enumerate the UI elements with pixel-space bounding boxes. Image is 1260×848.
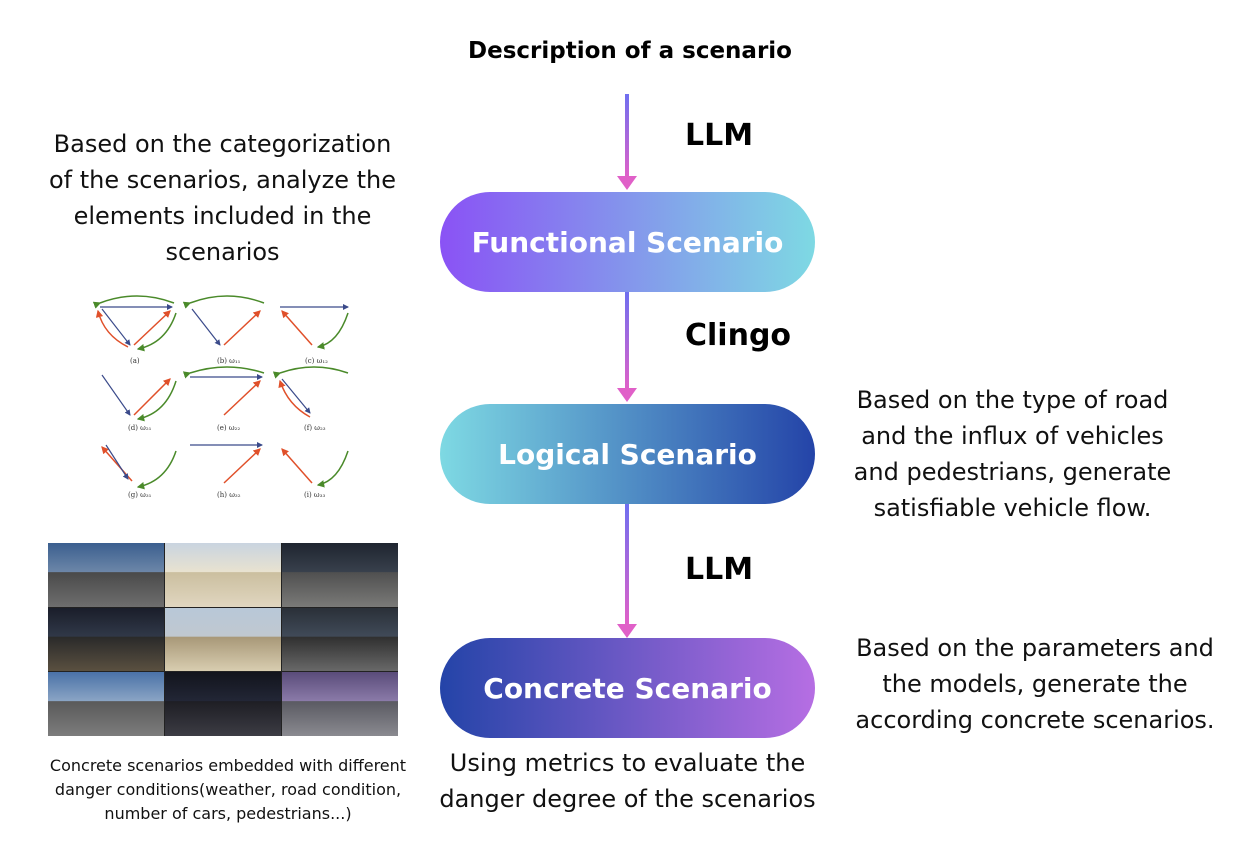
graph-caption-h: (h) ω₃₂: [217, 491, 241, 499]
annotation-line: elements included in the: [73, 202, 372, 230]
graph-panel-a: [92, 295, 177, 352]
graph-caption-c: (c) ω₁₂: [305, 357, 328, 365]
annotation-line: Based on the parameters and: [856, 634, 1214, 662]
graph-panel-f: [272, 366, 349, 418]
graph-panel-d: [101, 374, 177, 422]
annotation-line: and the influx of vehicles: [861, 422, 1164, 450]
scene-thumbnail: [165, 543, 281, 607]
scene-thumbnail: [165, 607, 281, 672]
caption-line: number of cars, pedestrians...): [104, 804, 352, 823]
edge-label-clingo: Clingo: [685, 318, 792, 353]
annotation-line: and pedestrians, generate: [853, 458, 1172, 486]
graph-caption-f: (f) ω₂₃: [304, 424, 326, 432]
annotation-line: Based on the type of road: [856, 386, 1169, 414]
annotation-concrete: Based on the parameters and the models, …: [835, 630, 1235, 738]
graph-caption-b: (b) ω₁₁: [217, 357, 241, 365]
graph-panel-i: [281, 448, 349, 488]
scene-thumbnail: [48, 543, 164, 607]
node-logical-scenario: Logical Scenario: [440, 404, 815, 504]
node-logical-label: Logical Scenario: [498, 437, 757, 471]
scene-thumbnail: [165, 672, 281, 736]
caption-line: danger conditions(weather, road conditio…: [54, 780, 402, 799]
graph-caption-g: (g) ω₃₁: [128, 491, 152, 499]
graph-panel-b: [182, 295, 265, 346]
scene-thumbnail: [282, 543, 398, 607]
annotation-line: danger degree of the scenarios: [439, 785, 816, 813]
edge-label-llm-1: LLM: [685, 118, 754, 153]
node-concrete-scenario: Concrete Scenario: [440, 638, 815, 738]
graph-grid-svg: (a) (b) ω₁₁ (c) ω₁₂ (d) ω₂₁ (e) ω₂₂ (f) …: [92, 295, 349, 499]
graph-panel-e: [182, 366, 265, 416]
annotation-functional: Based on the categorization of the scena…: [30, 126, 415, 270]
photo-caption: Concrete scenarios embedded with differe…: [18, 754, 438, 826]
annotation-metrics: Using metrics to evaluate the danger deg…: [425, 745, 830, 817]
graph-panel-g: [101, 444, 177, 490]
concrete-scenario-photos: [48, 543, 398, 736]
scene-thumbnail: [48, 607, 164, 672]
scenario-graph-figure: (a) (b) ω₁₁ (c) ω₁₂ (d) ω₂₁ (e) ω₂₂ (f) …: [92, 295, 352, 500]
diagram-title: Description of a scenario: [468, 38, 792, 64]
graph-caption-a: (a): [130, 357, 140, 365]
annotation-line: according concrete scenarios.: [855, 706, 1215, 734]
caption-line: Concrete scenarios embedded with differe…: [49, 756, 407, 775]
annotation-line: satisfiable vehicle flow.: [873, 494, 1152, 522]
annotation-line: Based on the categorization: [53, 130, 392, 158]
node-functional-label: Functional Scenario: [471, 225, 784, 259]
edge-label-llm-2: LLM: [685, 552, 754, 587]
node-concrete-label: Concrete Scenario: [483, 671, 772, 705]
annotation-logical: Based on the type of road and the influx…: [835, 382, 1190, 526]
scene-thumbnail: [48, 672, 164, 736]
annotation-line: scenarios: [165, 238, 280, 266]
scene-thumbnail: [282, 672, 398, 736]
graph-panel-c: [280, 304, 349, 350]
graph-panel-h: [190, 442, 263, 484]
graph-caption-i: (i) ω₃₃: [304, 491, 325, 499]
annotation-line: Using metrics to evaluate the: [449, 749, 806, 777]
node-functional-scenario: Functional Scenario: [440, 192, 815, 292]
annotation-line: of the scenarios, analyze the: [48, 166, 396, 194]
graph-caption-e: (e) ω₂₂: [217, 424, 240, 432]
graph-caption-d: (d) ω₂₁: [128, 424, 152, 432]
scene-thumbnail: [282, 607, 398, 672]
annotation-line: the models, generate the: [882, 670, 1188, 698]
